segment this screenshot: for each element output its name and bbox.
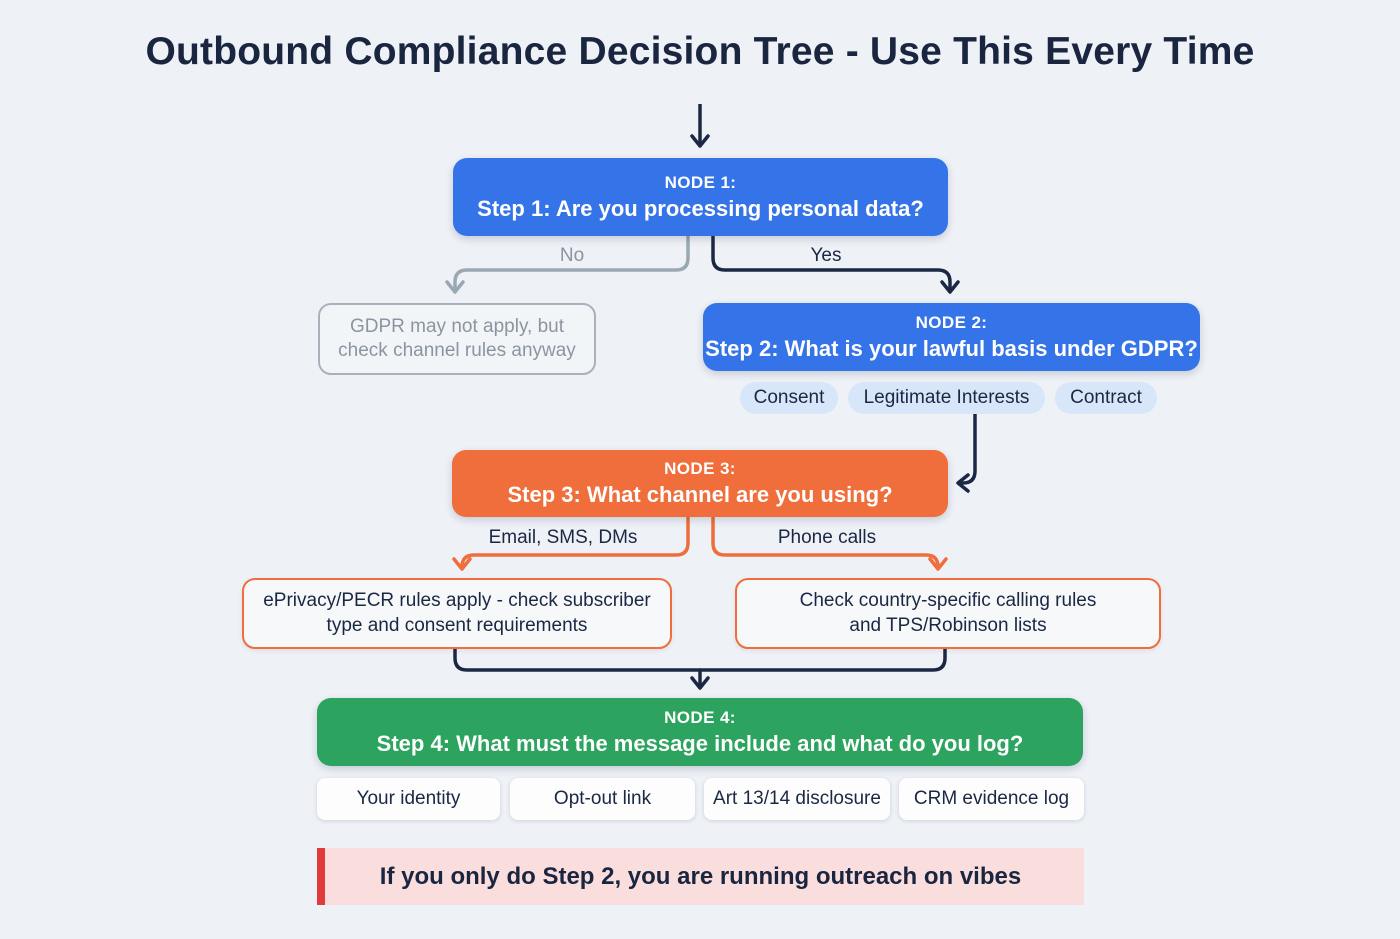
branch-label-yes: Yes bbox=[810, 245, 842, 266]
connector-email-branch bbox=[452, 517, 690, 571]
node4-label: NODE 4: bbox=[664, 707, 736, 727]
warning-banner-accent-bar bbox=[317, 848, 325, 905]
node4-box: NODE 4: Step 4: What must the message in… bbox=[317, 698, 1083, 766]
outcome-gdpr-note-text: GDPR may not apply, but check channel ru… bbox=[338, 315, 576, 361]
node1-box: NODE 1: Step 1: Are you processing perso… bbox=[453, 158, 948, 236]
connector-merge-right bbox=[698, 643, 947, 672]
message-chip-crm-evidence-log: CRM evidence log bbox=[899, 778, 1084, 820]
outcome-gdpr-note: GDPR may not apply, but check channel ru… bbox=[318, 303, 596, 375]
message-chip-opt-out-link: Opt-out link bbox=[510, 778, 695, 820]
outcome-calling: Check country-specific calling rules and… bbox=[735, 578, 1161, 649]
connector-phone-branch bbox=[711, 517, 948, 571]
node3-question: Step 3: What channel are you using? bbox=[507, 482, 893, 507]
lawful-basis-chip-consent: Consent bbox=[740, 382, 838, 414]
connector-node2-to-node3 bbox=[956, 414, 977, 493]
warning-banner-text: If you only do Step 2, you are running o… bbox=[379, 862, 1022, 890]
node2-question: Step 2: What is your lawful basis under … bbox=[705, 335, 1198, 361]
node2-label: NODE 2: bbox=[915, 312, 988, 332]
node3-label: NODE 3: bbox=[664, 459, 736, 478]
node1-label: NODE 1: bbox=[664, 172, 737, 192]
node3-box: NODE 3: Step 3: What channel are you usi… bbox=[452, 450, 948, 517]
page-title: Outbound Compliance Decision Tree - Use … bbox=[145, 30, 1255, 73]
warning-banner: If you only do Step 2, you are running o… bbox=[317, 848, 1084, 905]
branch-label-phone: Phone calls bbox=[777, 527, 877, 548]
outcome-calling-text: Check country-specific calling rules and… bbox=[799, 590, 1097, 636]
connector-no-branch bbox=[445, 236, 690, 294]
branch-label-no: No bbox=[559, 245, 585, 266]
message-chip-your-identity: Your identity bbox=[317, 778, 500, 820]
message-chip-art-13-14-disclosure: Art 13/14 disclosure bbox=[704, 778, 890, 820]
lawful-basis-chip-legitimate-interests: Legitimate Interests bbox=[848, 382, 1045, 414]
node1-question: Step 1: Are you processing personal data… bbox=[477, 195, 924, 221]
lawful-basis-chip-contract: Contract bbox=[1055, 382, 1157, 414]
node2-box: NODE 2: Step 2: What is your lawful basi… bbox=[703, 303, 1200, 371]
node4-question: Step 4: What must the message include an… bbox=[376, 730, 1024, 756]
branch-label-email: Email, SMS, DMs bbox=[488, 527, 638, 548]
outcome-eprivacy: ePrivacy/PECR rules apply - check subscr… bbox=[242, 578, 672, 649]
outcome-eprivacy-text: ePrivacy/PECR rules apply - check subscr… bbox=[263, 590, 651, 636]
connector-yes-branch bbox=[711, 236, 960, 294]
connector-merge-left bbox=[453, 643, 702, 672]
